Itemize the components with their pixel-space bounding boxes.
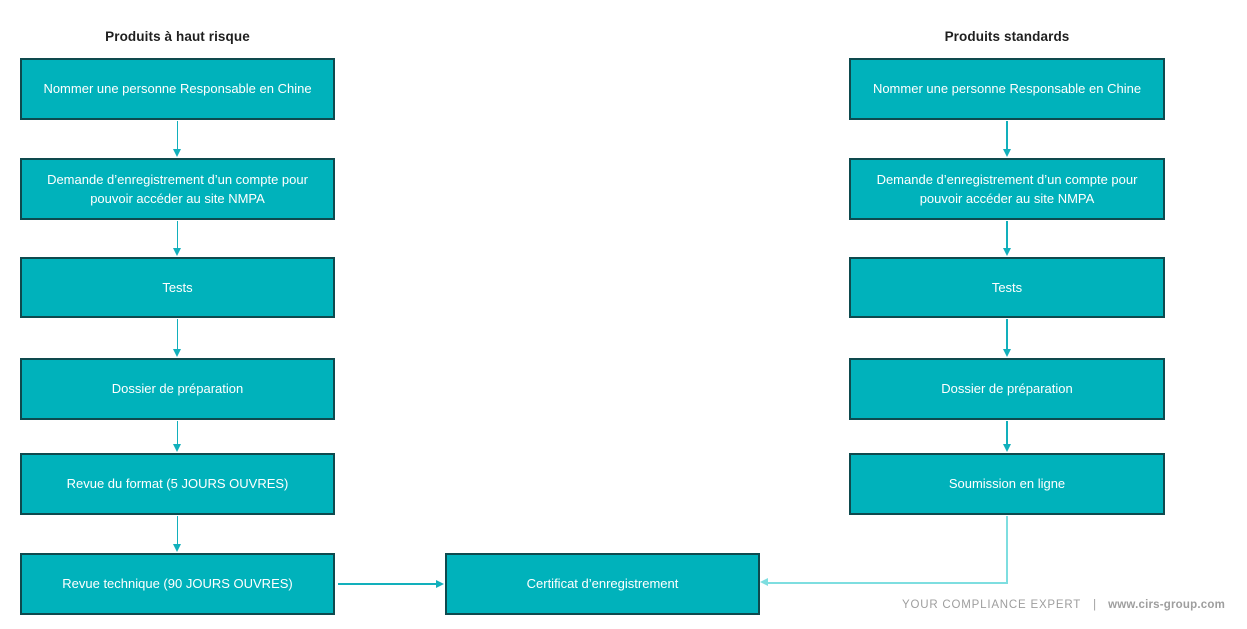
down-arrow-icon: [173, 149, 181, 157]
down-arrow-icon: [173, 544, 181, 552]
footer-separator: |: [1093, 599, 1097, 611]
down-arrow-icon: [1002, 349, 1011, 357]
down-arrow-icon: [173, 349, 181, 357]
down-arrow-icon: [1002, 444, 1011, 452]
down-arrow-icon: [173, 248, 181, 256]
right-arrow-icon: [436, 579, 444, 588]
down-arrow-connector: [176, 221, 179, 249]
down-arrow-icon: [173, 444, 181, 452]
down-arrow-icon: [1002, 149, 1011, 157]
down-arrow-connector: [176, 516, 179, 545]
step-box-standard-soumission-en-ligne: Soumission en ligne: [849, 453, 1165, 515]
down-arrow-connector: [1006, 121, 1008, 150]
footer-website-text: www.cirs-group.com: [1108, 599, 1225, 611]
elbow-connector-horizontal: [768, 581, 1008, 584]
step-box-standard-tests: Tests: [849, 257, 1165, 318]
down-arrow-icon: [1002, 248, 1011, 256]
step-box-highrisk-demande-enregistrement: Demande d’enregistrement d’un compte pou…: [20, 158, 335, 220]
step-box-certificat-enregistrement: Certificat d’enregistrement: [445, 553, 760, 615]
down-arrow-connector: [1006, 421, 1008, 445]
step-box-standard-dossier-preparation: Dossier de préparation: [849, 358, 1165, 420]
down-arrow-connector: [176, 421, 179, 445]
step-box-highrisk-revue-format: Revue du format (5 JOURS OUVRES): [20, 453, 335, 515]
left-arrow-icon: [760, 578, 768, 586]
down-arrow-connector: [1006, 319, 1008, 350]
step-box-highrisk-tests: Tests: [20, 257, 335, 318]
step-box-standard-demande-enregistrement: Demande d’enregistrement d’un compte pou…: [849, 158, 1165, 220]
column-header-standard: Produits standards: [944, 29, 1070, 44]
down-arrow-connector: [176, 319, 179, 350]
step-box-highrisk-nommer-responsable: Nommer une personne Responsable en Chine: [20, 58, 335, 120]
elbow-connector-vertical: [1006, 516, 1008, 583]
down-arrow-connector: [176, 121, 179, 150]
column-header-high-risk: Produits à haut risque: [105, 29, 250, 44]
footer-brand-text: YOUR COMPLIANCE EXPERT: [902, 599, 1082, 611]
right-arrow-connector: [338, 583, 438, 585]
step-box-highrisk-revue-technique: Revue technique (90 JOURS OUVRES): [20, 553, 335, 615]
step-box-standard-nommer-responsable: Nommer une personne Responsable en Chine: [849, 58, 1165, 120]
down-arrow-connector: [1006, 221, 1008, 249]
step-box-highrisk-dossier-preparation: Dossier de préparation: [20, 358, 335, 420]
footer: YOUR COMPLIANCE EXPERT | www.cirs-group.…: [902, 599, 1225, 611]
